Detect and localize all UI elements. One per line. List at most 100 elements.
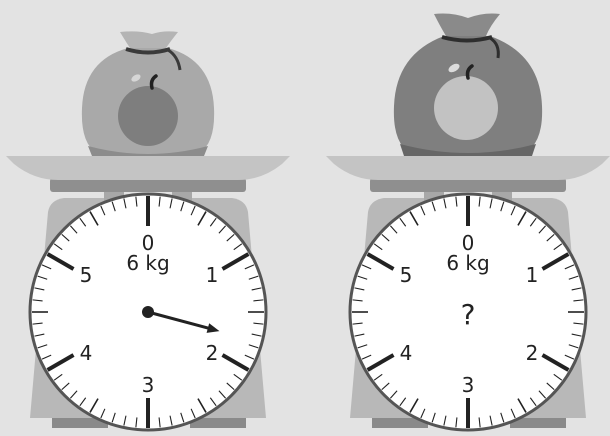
dial-minor-tick — [399, 217, 407, 227]
dial-minor-tick — [489, 415, 493, 426]
dial-number-0: 0 — [142, 231, 155, 255]
dial-minor-tick — [61, 382, 70, 391]
dial-minor-tick — [111, 412, 116, 423]
dial-minor-tick — [244, 354, 255, 360]
dial-minor-tick — [197, 211, 207, 226]
dial-minor-tick — [251, 287, 262, 291]
dial-minor-tick — [352, 322, 363, 325]
dial-minor-tick — [478, 417, 481, 428]
dial-minor-tick — [381, 233, 390, 242]
bag-left — [81, 31, 215, 156]
dial-minor-tick — [226, 382, 235, 391]
dial-minor-tick — [209, 397, 217, 407]
dial-minor-tick — [389, 225, 398, 234]
dial-minor-tick — [53, 243, 63, 251]
dial-minor-tick — [381, 382, 390, 391]
dial-minor-tick — [233, 373, 243, 381]
dial-major-tick — [541, 252, 570, 271]
dial-minor-tick — [79, 397, 87, 407]
dial-major-tick — [366, 353, 395, 372]
dial-minor-tick — [517, 211, 527, 226]
dial-minor-tick — [180, 412, 185, 423]
dial-number-5: 5 — [400, 263, 413, 287]
dial-major-tick — [221, 353, 250, 372]
dial-number-3: 3 — [142, 373, 155, 397]
dial-minor-tick — [61, 233, 70, 242]
dial-number-5: 5 — [80, 263, 93, 287]
dial-number-4: 4 — [80, 341, 93, 365]
dial-minor-tick — [135, 417, 138, 428]
dial-minor-tick — [41, 354, 52, 360]
dial-minor-tick — [361, 264, 372, 270]
dial-major-tick — [221, 252, 250, 271]
dial-minor-tick — [89, 398, 99, 413]
dial-major-tick — [541, 353, 570, 372]
dial-minor-tick — [41, 264, 52, 270]
dial-minor-tick — [571, 333, 582, 337]
dial-minor-tick — [100, 205, 106, 216]
dial-minor-tick — [111, 201, 116, 212]
dial-minor-tick — [546, 382, 555, 391]
dial-minor-tick — [34, 333, 45, 337]
dial-unit-label: 6 kg — [446, 251, 489, 275]
dial-minor-tick — [361, 354, 372, 360]
dial-minor-tick — [251, 333, 262, 337]
dial-minor-tick — [529, 397, 537, 407]
dial-minor-tick — [169, 415, 173, 426]
pointer-needle — [147, 310, 213, 331]
dial-minor-tick — [357, 275, 368, 280]
dial-minor-tick — [455, 196, 458, 207]
dial-minor-tick — [190, 205, 196, 216]
dial-minor-tick — [357, 344, 368, 349]
dial-major-tick — [366, 252, 395, 271]
dial-minor-tick — [79, 217, 87, 227]
dial-minor-tick — [546, 233, 555, 242]
dial-ticks-left — [32, 196, 264, 428]
dial-minor-tick — [226, 233, 235, 242]
dial-unit-label: 6 kg — [126, 251, 169, 275]
dial-minor-tick — [431, 412, 436, 423]
dial-minor-tick — [69, 390, 78, 399]
dial-minor-tick — [517, 398, 527, 413]
dial-minor-tick — [553, 243, 563, 251]
dial-minor-tick — [431, 201, 436, 212]
dial-minor-tick — [478, 196, 481, 207]
dial-major-tick — [46, 353, 75, 372]
dial-minor-tick — [100, 408, 106, 419]
dial-minor-tick — [538, 390, 547, 399]
dial-minor-tick — [568, 344, 579, 349]
dial-left: 0 1 2 3 4 5 6 kg — [28, 192, 268, 432]
dial-minor-tick — [420, 205, 426, 216]
dial-minor-tick — [538, 225, 547, 234]
dial-number-1: 1 — [526, 263, 539, 287]
dial-minor-tick — [443, 415, 447, 426]
dial-minor-tick — [564, 354, 575, 360]
dial-minor-tick — [218, 225, 227, 234]
dial-number-3: 3 — [462, 373, 475, 397]
dial-minor-tick — [373, 373, 383, 381]
dial-minor-tick — [53, 373, 63, 381]
dial-minor-tick — [89, 211, 99, 226]
dial-minor-tick — [190, 408, 196, 419]
dial-minor-tick — [32, 299, 43, 302]
dial-minor-tick — [564, 264, 575, 270]
dial-minor-tick — [510, 408, 516, 419]
dial-minor-tick — [352, 299, 363, 302]
dial-number-2: 2 — [526, 341, 539, 365]
pointer-hub — [142, 306, 154, 318]
dial-minor-tick — [420, 408, 426, 419]
dial-minor-tick — [409, 211, 419, 226]
dial-number-1: 1 — [206, 263, 219, 287]
dial-minor-tick — [573, 322, 584, 325]
dial-minor-tick — [197, 398, 207, 413]
dial-ticks-right — [352, 196, 584, 428]
dial-major-tick — [46, 252, 75, 271]
dial-number-0: 0 — [462, 231, 475, 255]
fruit-icon-left — [118, 86, 178, 146]
dial-minor-tick — [443, 198, 447, 209]
dial-minor-tick — [553, 373, 563, 381]
dial-minor-tick — [399, 397, 407, 407]
dial-pointer — [142, 306, 220, 333]
dial-minor-tick — [248, 275, 259, 280]
scale-plate-right — [326, 156, 610, 192]
